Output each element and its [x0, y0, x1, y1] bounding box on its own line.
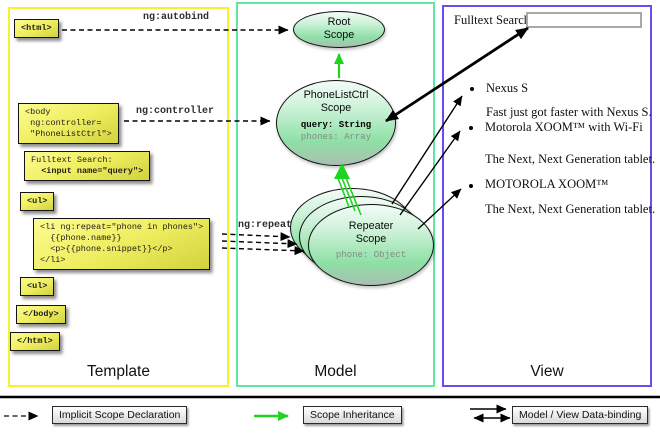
view-item-desc: The Next, Next Generation tablet.	[485, 152, 656, 166]
phonelistctrl-scope-title: PhoneListCtrl Scope	[303, 89, 369, 114]
ng-autobind-label: ng:autobind	[143, 12, 210, 23]
code-body-open: <body ng:controller= "PhoneListCtrl">	[18, 103, 119, 145]
code-fulltext-label: Fulltext Search:	[31, 155, 113, 165]
repeater-scope-title: Repeater Scope	[348, 220, 394, 245]
root-scope-title: Root Scope	[323, 16, 355, 41]
view-item-title: MOTOROLA XOOM™	[485, 177, 609, 191]
code-html-open: <html>	[14, 19, 59, 39]
phonelistctrl-scope-ellipse: PhoneListCtrl Scope query: String phones…	[276, 80, 396, 166]
bullet-icon	[469, 126, 473, 130]
repeater-scope-ellipse: Repeater Scope phone: Object	[308, 204, 434, 286]
fulltext-search-label: Fulltext Search:	[454, 13, 534, 27]
view-item-title: Motorola XOOM™ with Wi-Fi	[485, 120, 643, 134]
legend-model-view-data-binding: Model / View Data-binding	[512, 406, 649, 424]
code-body-close: </body>	[16, 305, 66, 325]
view-item-desc: The Next, Next Generation tablet.	[485, 202, 656, 216]
code-ul-close: <ul>	[20, 277, 55, 297]
root-scope-ellipse: Root Scope	[293, 11, 385, 48]
bullet-icon	[469, 184, 473, 188]
code-ul-open: <ul>	[20, 192, 55, 212]
view-panel-label: View	[530, 363, 564, 380]
model-panel-label: Model	[314, 363, 357, 380]
view-item-desc: Fast just got faster with Nexus S.	[486, 105, 652, 119]
code-fulltext-search: Fulltext Search: <input name="query">	[24, 151, 151, 182]
code-fulltext-input: <input name="query">	[31, 166, 144, 177]
code-html-close: </html>	[10, 332, 60, 352]
ng-repeat-label: ng:repeat	[238, 220, 293, 231]
phones-array-prop: phones: Array	[300, 132, 372, 143]
template-panel-label: Template	[87, 363, 150, 380]
ng-controller-label: ng:controller	[136, 106, 215, 117]
fulltext-search-input[interactable]	[526, 12, 642, 28]
template-panel: Template	[8, 7, 229, 387]
view-panel: View	[442, 5, 652, 387]
bullet-icon	[470, 87, 474, 91]
code-li-repeat: <li ng:repeat="phone in phones"> {{phone…	[33, 218, 211, 271]
legend-implicit-scope-declaration: Implicit Scope Declaration	[52, 406, 188, 424]
legend-scope-inheritance: Scope Inheritance	[303, 406, 402, 424]
query-string-prop: query: String	[300, 120, 372, 131]
view-item-title: Nexus S	[486, 81, 529, 95]
phone-object-prop: phone: Object	[335, 250, 407, 261]
